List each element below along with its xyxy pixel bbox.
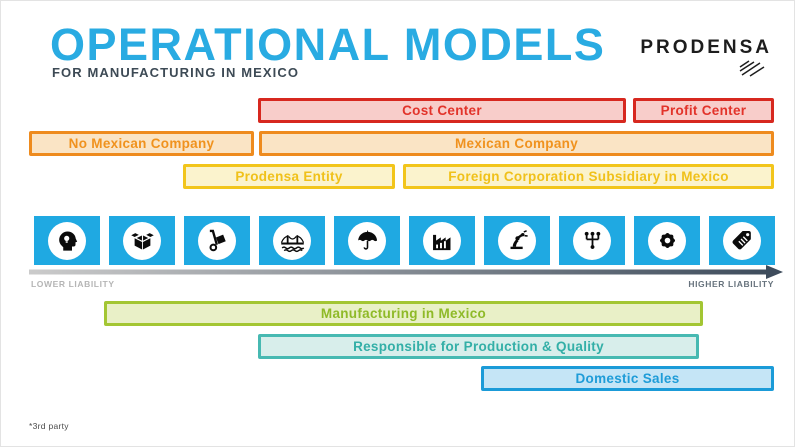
bar-no-mexican-company: No Mexican Company bbox=[29, 131, 254, 156]
factory-icon bbox=[423, 221, 461, 260]
bar-foreign-subsidiary: Foreign Corporation Subsidiary in Mexico bbox=[403, 164, 774, 189]
bar-label: Manufacturing in Mexico bbox=[320, 306, 487, 321]
bar-label: Cost Center bbox=[402, 103, 482, 118]
page-subtitle: FOR MANUFACTURING IN MEXICO bbox=[52, 65, 300, 80]
tile-hand-truck bbox=[184, 216, 250, 265]
bar-label: Prodensa Entity bbox=[235, 169, 343, 184]
bar-label: Mexican Company bbox=[454, 136, 579, 151]
bar-responsible-production: Responsible for Production & Quality bbox=[258, 334, 699, 359]
idea-head-icon bbox=[48, 221, 86, 260]
bar-label: Profit Center bbox=[660, 103, 747, 118]
bar-label: Responsible for Production & Quality bbox=[353, 339, 604, 354]
tile-open-box bbox=[109, 216, 175, 265]
tile-bridge bbox=[259, 216, 325, 265]
hand-truck-icon bbox=[198, 221, 236, 260]
gear-icon bbox=[648, 221, 686, 260]
prodensa-logo: PRODENSA bbox=[640, 37, 772, 78]
bar-manufacturing-in-mexico: Manufacturing in Mexico bbox=[104, 301, 703, 326]
page-title: OPERATIONAL MODELS bbox=[50, 19, 606, 70]
prodensa-logo-text: PRODENSA bbox=[640, 37, 772, 58]
bar-cost-center: Cost Center bbox=[258, 98, 626, 123]
liability-arrow bbox=[29, 264, 783, 285]
bar-label: No Mexican Company bbox=[68, 136, 215, 151]
distribution-icon bbox=[573, 221, 611, 260]
bar-profit-center: Profit Center bbox=[633, 98, 774, 123]
tile-gear bbox=[634, 216, 700, 265]
tile-price-tag bbox=[709, 216, 775, 265]
tile-factory bbox=[409, 216, 475, 265]
higher-liability-label: HIGHER LIABILITY bbox=[688, 279, 774, 289]
tile-idea-head bbox=[34, 216, 100, 265]
bar-label: Domestic Sales bbox=[575, 371, 680, 386]
tile-distribution bbox=[559, 216, 625, 265]
beach-umbrella-icon bbox=[348, 221, 386, 260]
bar-prodensa-entity: Prodensa Entity bbox=[183, 164, 395, 189]
tile-beach-umbrella bbox=[334, 216, 400, 265]
footnote: *3rd party bbox=[29, 421, 69, 431]
price-tag-icon bbox=[723, 221, 761, 260]
icon-tile-row bbox=[34, 216, 775, 265]
tile-robot-arm bbox=[484, 216, 550, 265]
logo-hatch-icon bbox=[739, 60, 765, 77]
bar-mexican-company: Mexican Company bbox=[259, 131, 774, 156]
bar-domestic-sales: Domestic Sales bbox=[481, 366, 774, 391]
lower-liability-label: LOWER LIABILITY bbox=[31, 279, 115, 289]
bar-label: Foreign Corporation Subsidiary in Mexico bbox=[448, 169, 729, 184]
open-box-icon bbox=[123, 221, 161, 260]
robot-arm-icon bbox=[498, 221, 536, 260]
bridge-icon bbox=[273, 221, 311, 260]
